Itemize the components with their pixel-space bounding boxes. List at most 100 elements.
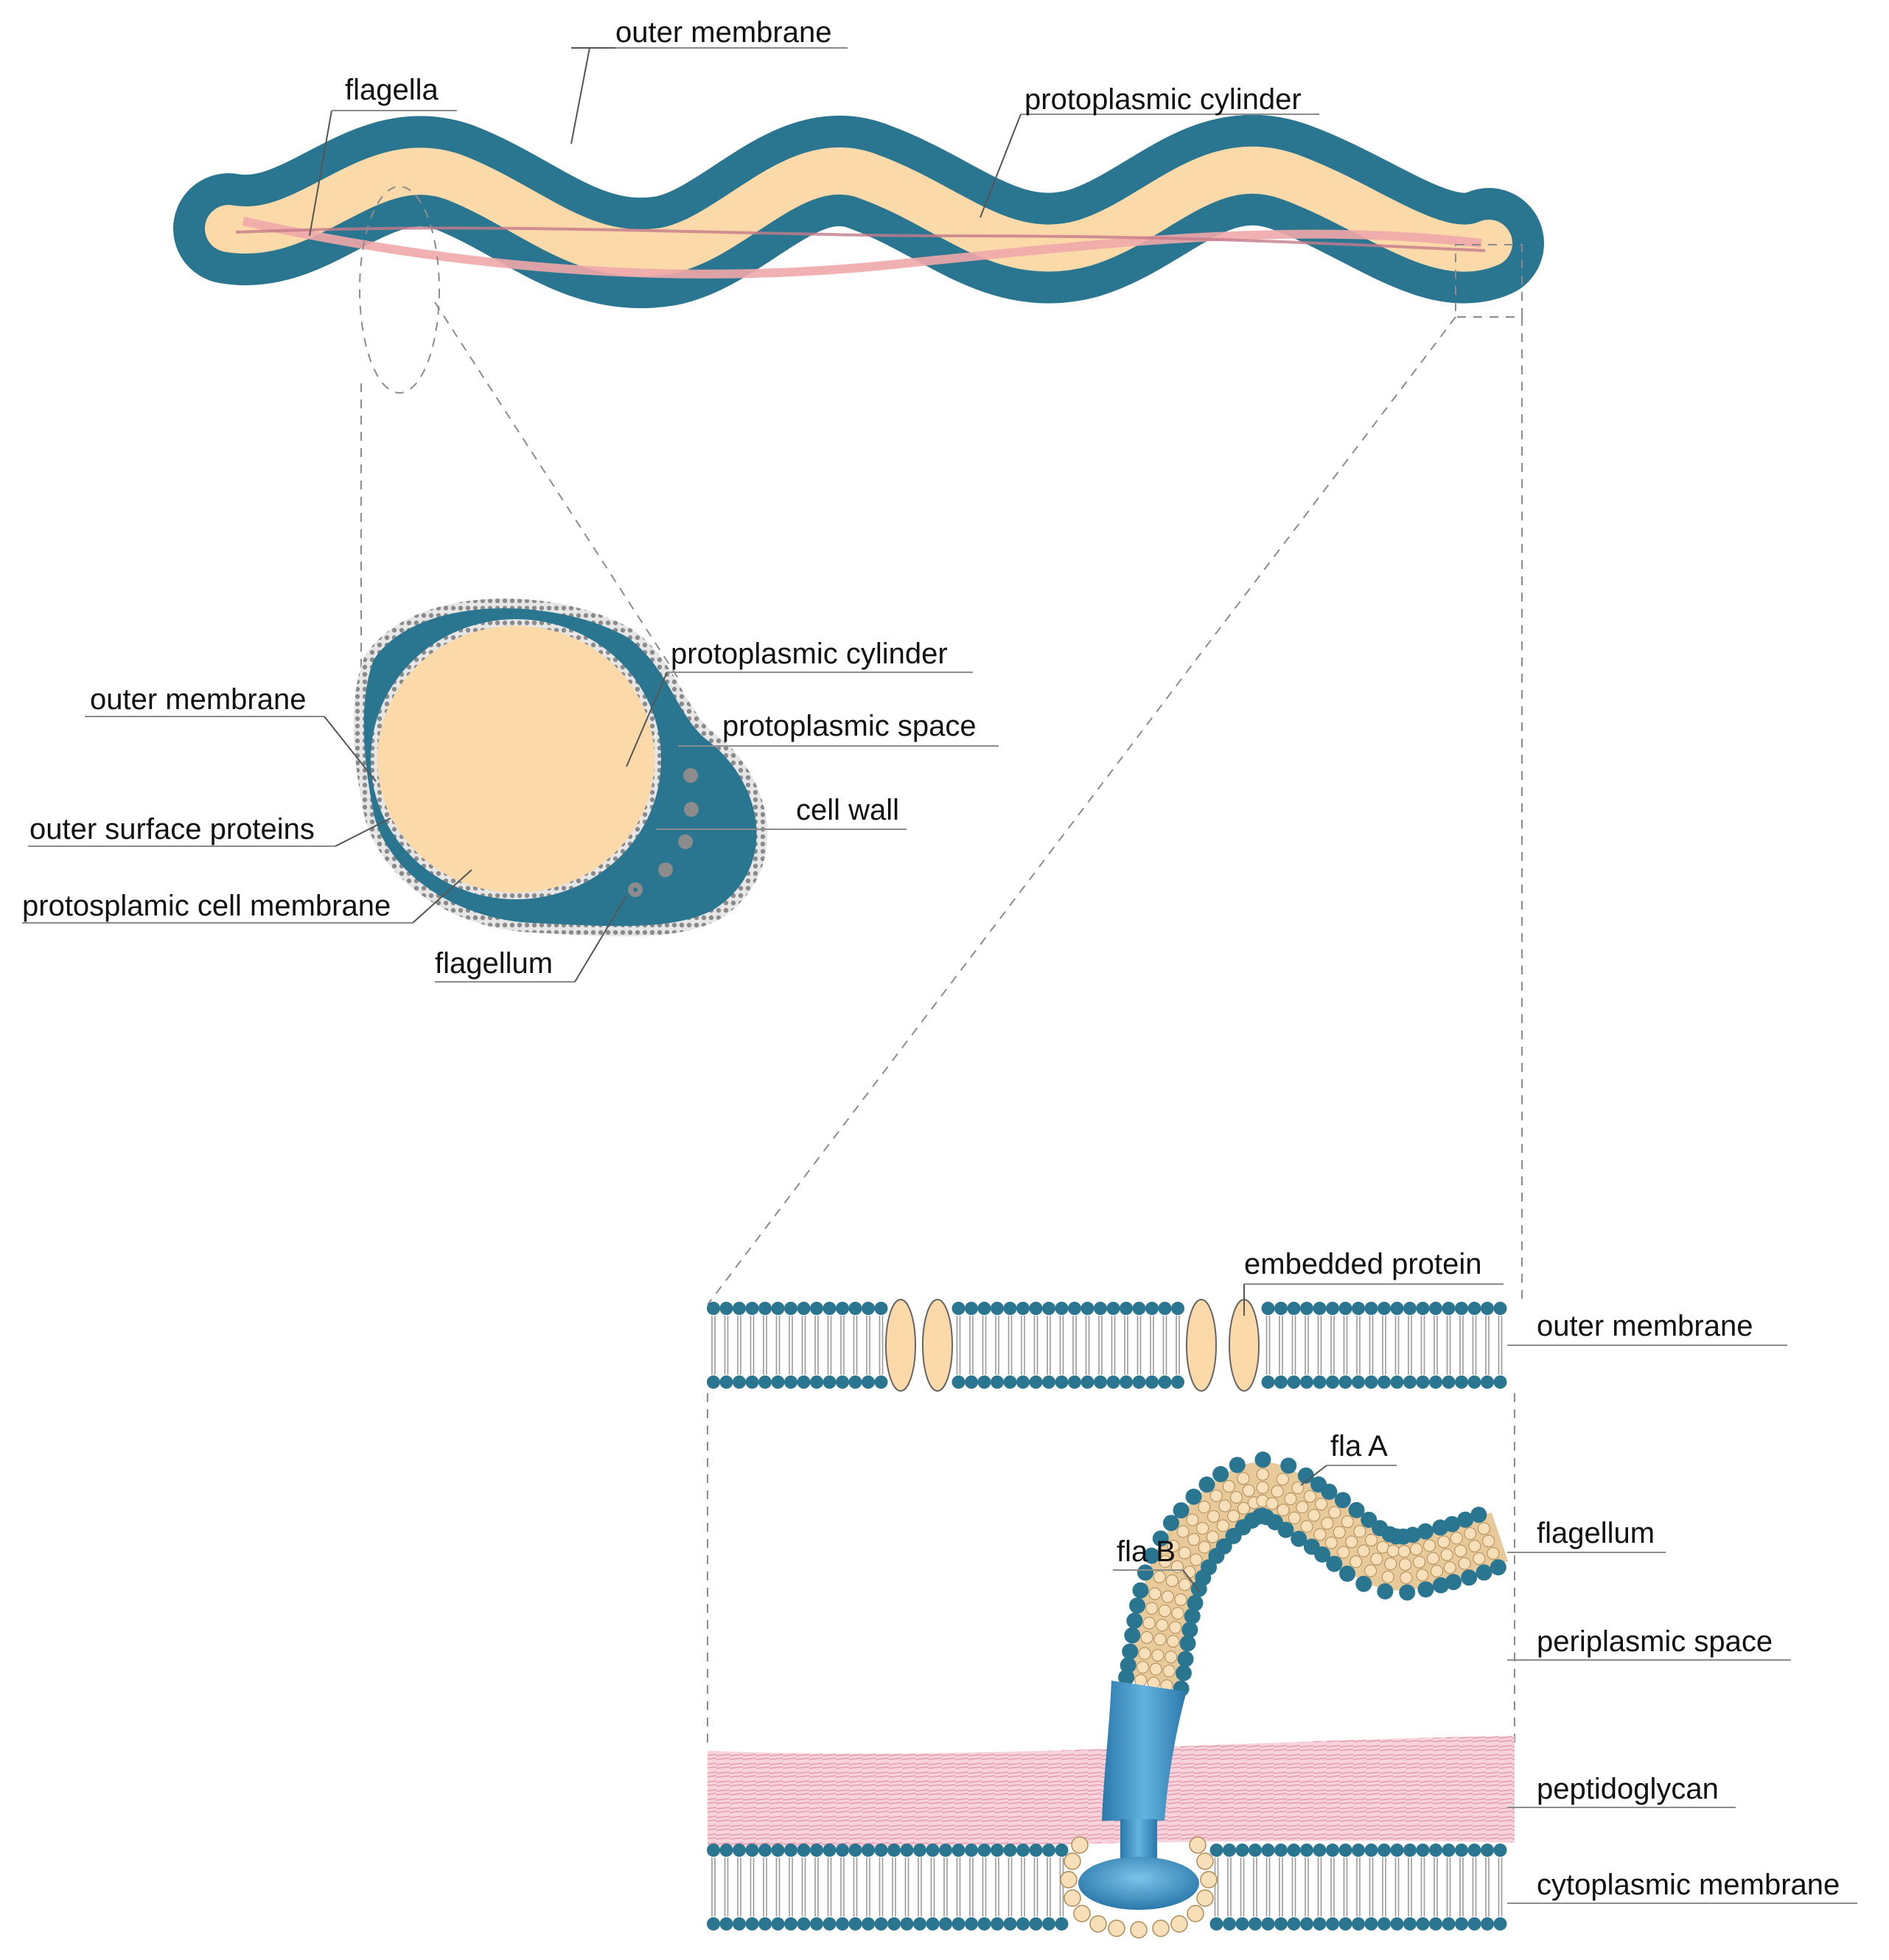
lipid-head xyxy=(874,1375,888,1389)
lipid-head xyxy=(874,1302,888,1315)
lipid-head xyxy=(823,1844,837,1857)
fla-a-core-bead xyxy=(1468,1539,1481,1552)
lipid-head xyxy=(1390,1375,1404,1389)
fla-a-core-bead xyxy=(1162,1664,1176,1678)
lipid-head xyxy=(758,1917,772,1931)
fla-a-core-bead xyxy=(1284,1492,1297,1505)
lipid-head xyxy=(1106,1375,1120,1389)
fla-a-core-bead xyxy=(1209,1489,1223,1502)
fla-b-sheath-bead xyxy=(1339,1565,1356,1582)
membrane-detail xyxy=(707,1299,1515,1939)
lipid-head xyxy=(771,1375,785,1389)
pore-bead xyxy=(1189,1836,1207,1854)
fla-a-core-bead xyxy=(1153,1633,1167,1646)
lipid-head xyxy=(1455,1844,1468,1857)
fla-a-core-bead xyxy=(1337,1546,1350,1559)
fla-b-sheath-bead xyxy=(1179,1635,1196,1652)
protoplasmic-cylinder-shape xyxy=(205,146,1512,277)
lipid-head xyxy=(1016,1917,1030,1931)
membrane-detail-labels: embedded protein outer membrane fla A fl… xyxy=(1113,1248,1857,1904)
pore-bead xyxy=(1089,1915,1107,1933)
lipid-head xyxy=(1145,1375,1159,1389)
lipid-head xyxy=(1300,1917,1313,1931)
lipid-head xyxy=(939,1917,952,1931)
lipid-head xyxy=(1016,1844,1030,1857)
fla-b-sheath-bead xyxy=(1177,1650,1194,1667)
lipid-head xyxy=(1042,1302,1055,1315)
fla-b-sheath-bead xyxy=(1326,1555,1343,1572)
lipid-head xyxy=(1042,1917,1055,1931)
lipid-head xyxy=(1274,1917,1288,1931)
fla-a-core-bead xyxy=(1384,1558,1397,1571)
label-periplasmic-space: periplasmic space xyxy=(1537,1625,1773,1658)
label-peptidoglycan: peptidoglycan xyxy=(1537,1773,1719,1805)
lipid-head xyxy=(862,1375,875,1389)
fla-a-core-bead xyxy=(1370,1552,1383,1566)
top-view-labels: outer membrane flagella protoplasmic cyl… xyxy=(309,16,1319,237)
fla-a-core-bead xyxy=(1477,1522,1490,1535)
lipid-head xyxy=(836,1302,849,1315)
pore-bead xyxy=(1071,1836,1089,1854)
lipid-head xyxy=(784,1375,797,1389)
lipid-head xyxy=(810,1302,823,1315)
fla-a-core-bead xyxy=(1386,1544,1400,1558)
flagellum-dot xyxy=(683,768,698,783)
fla-a-core-bead xyxy=(1198,1501,1211,1514)
lipid-head xyxy=(1390,1302,1404,1315)
fla-b-sheath-bead xyxy=(1457,1511,1474,1528)
fla-b-sheath-bead xyxy=(1175,1664,1192,1681)
lipid-head xyxy=(719,1302,733,1315)
lipid-head xyxy=(733,1375,746,1389)
lipid-head xyxy=(848,1917,862,1931)
lipid-head xyxy=(1378,1375,1391,1389)
fla-a-core-bead xyxy=(1454,1544,1467,1558)
fla-b-sheath-bead xyxy=(1201,1559,1218,1576)
fla-b-sheath-bead xyxy=(1470,1506,1487,1523)
fla-a-core-bead xyxy=(1167,1635,1180,1648)
fla-a-core-bead xyxy=(1328,1506,1341,1519)
lipid-head xyxy=(965,1917,978,1931)
flagella-fiber-2 xyxy=(235,226,1486,252)
lipid-head xyxy=(1055,1375,1069,1389)
fla-a-core-bead xyxy=(1400,1571,1413,1584)
fla-a-core-bead xyxy=(1464,1527,1477,1541)
label-cytoplasmic-membrane: cytoplasmic membrane xyxy=(1537,1869,1840,1901)
lipid-head xyxy=(1313,1302,1327,1315)
fla-b-sheath-bead xyxy=(1417,1581,1434,1598)
lipid-head xyxy=(991,1375,1004,1389)
lipid-head xyxy=(991,1917,1004,1931)
lipid-head xyxy=(952,1375,966,1389)
lipid-head xyxy=(1416,1844,1430,1857)
lipid-head xyxy=(1442,1917,1456,1931)
flagellum-filament xyxy=(1118,1451,1509,1697)
outer-membrane-bilayer xyxy=(707,1302,1507,1389)
fla-b-sheath-bead xyxy=(1361,1511,1378,1528)
lipid-head xyxy=(1042,1844,1055,1857)
lipid-head xyxy=(1313,1844,1327,1857)
lipid-head xyxy=(926,1844,940,1857)
lipid-head xyxy=(1364,1917,1378,1931)
lipid-head xyxy=(1493,1844,1507,1857)
lipid-head xyxy=(1338,1917,1352,1931)
lipid-head xyxy=(758,1844,772,1857)
lipid-head xyxy=(1209,1844,1223,1857)
lipid-head xyxy=(797,1844,811,1857)
fla-a-core-bead xyxy=(1140,1631,1153,1644)
lipid-head xyxy=(707,1375,720,1389)
lipid-head xyxy=(733,1302,746,1315)
fla-a-core-bead xyxy=(1159,1555,1172,1568)
fla-b-sheath-bead xyxy=(1129,1597,1146,1614)
pore-bead xyxy=(1187,1905,1204,1922)
lipid-head xyxy=(797,1917,811,1931)
fla-a-core-bead xyxy=(1190,1553,1203,1566)
fla-b-sheath-bead xyxy=(1377,1583,1394,1600)
lipid-head xyxy=(1338,1375,1352,1389)
lipid-head xyxy=(1416,1375,1430,1389)
fla-a-core-bead xyxy=(1324,1536,1338,1549)
cytoplasmic-membrane-bilayer xyxy=(707,1844,1507,1931)
lipid-head xyxy=(1132,1302,1146,1315)
label-outer-membrane-top: outer membrane xyxy=(615,16,831,49)
label-embedded-protein: embedded protein xyxy=(1244,1248,1481,1280)
lipid-head xyxy=(1364,1844,1378,1857)
